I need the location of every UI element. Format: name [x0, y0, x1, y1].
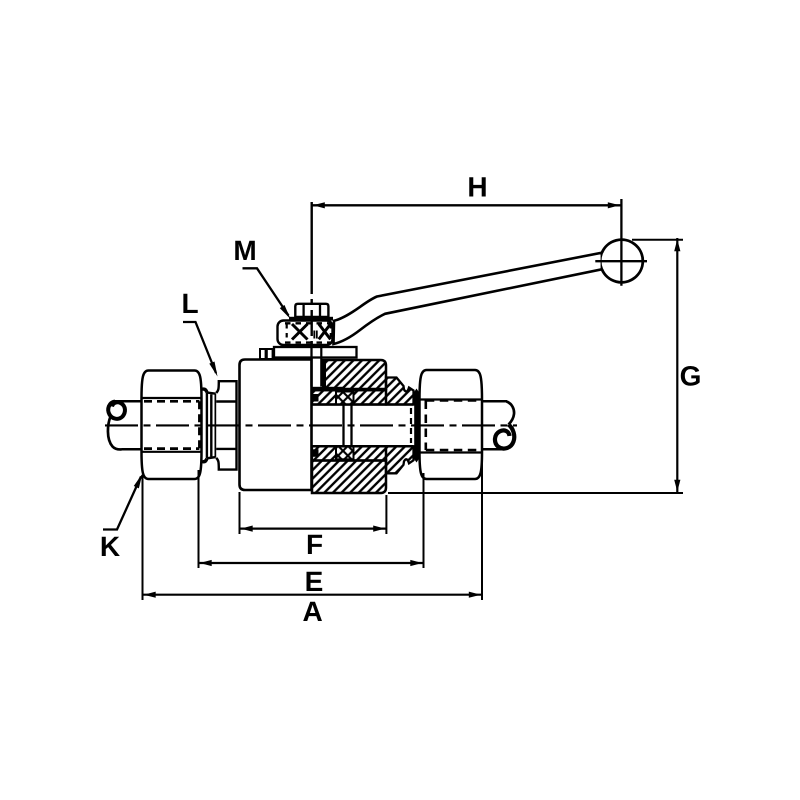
svg-text:L: L — [181, 288, 198, 319]
svg-text:E: E — [305, 566, 324, 597]
svg-text:F: F — [306, 529, 323, 560]
svg-text:A: A — [302, 596, 322, 627]
svg-text:H: H — [467, 172, 487, 203]
svg-text:G: G — [680, 361, 702, 392]
svg-text:M: M — [233, 235, 256, 266]
svg-text:K: K — [100, 531, 120, 562]
